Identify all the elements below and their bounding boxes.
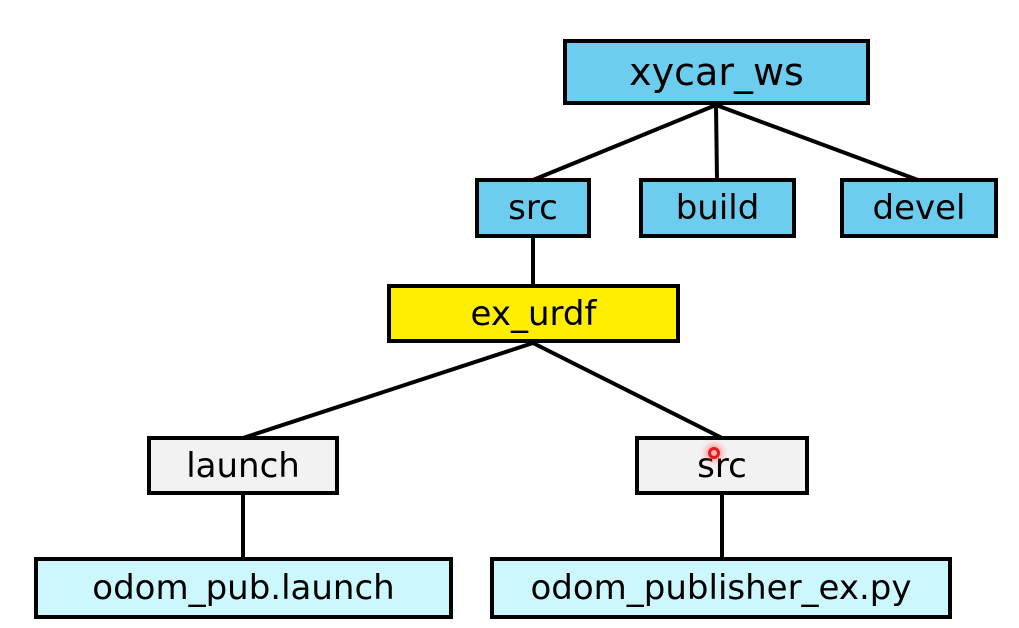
node-label: odom_pub.launch — [92, 568, 395, 608]
edge-ex-urdf-launch — [242, 341, 534, 440]
node-src: src — [475, 178, 591, 238]
edge-root-src — [532, 103, 717, 182]
node-devel: devel — [840, 178, 998, 238]
node-label: devel — [872, 188, 966, 228]
node-label: xycar_ws — [629, 50, 804, 94]
edge-ex-urdf-src — [532, 341, 723, 440]
node-label: src — [697, 445, 747, 486]
node-build: build — [639, 178, 796, 238]
node-label: odom_publisher_ex.py — [530, 568, 912, 608]
node-label: build — [675, 188, 760, 228]
node-odom-pub-launch: odom_pub.launch — [34, 557, 453, 619]
pointer-cursor-icon — [708, 447, 720, 459]
node-odom-publisher-ex-py: odom_publisher_ex.py — [490, 557, 952, 619]
edge-root-devel — [715, 103, 919, 182]
node-xycar-ws: xycar_ws — [563, 39, 870, 105]
node-label: launch — [186, 445, 300, 486]
node-label: ex_urdf — [470, 293, 597, 334]
node-label: src — [508, 188, 558, 228]
node-package-src: src — [635, 436, 809, 495]
node-ex-urdf: ex_urdf — [387, 284, 680, 343]
edge-root-build — [714, 104, 719, 181]
node-launch: launch — [147, 436, 339, 495]
